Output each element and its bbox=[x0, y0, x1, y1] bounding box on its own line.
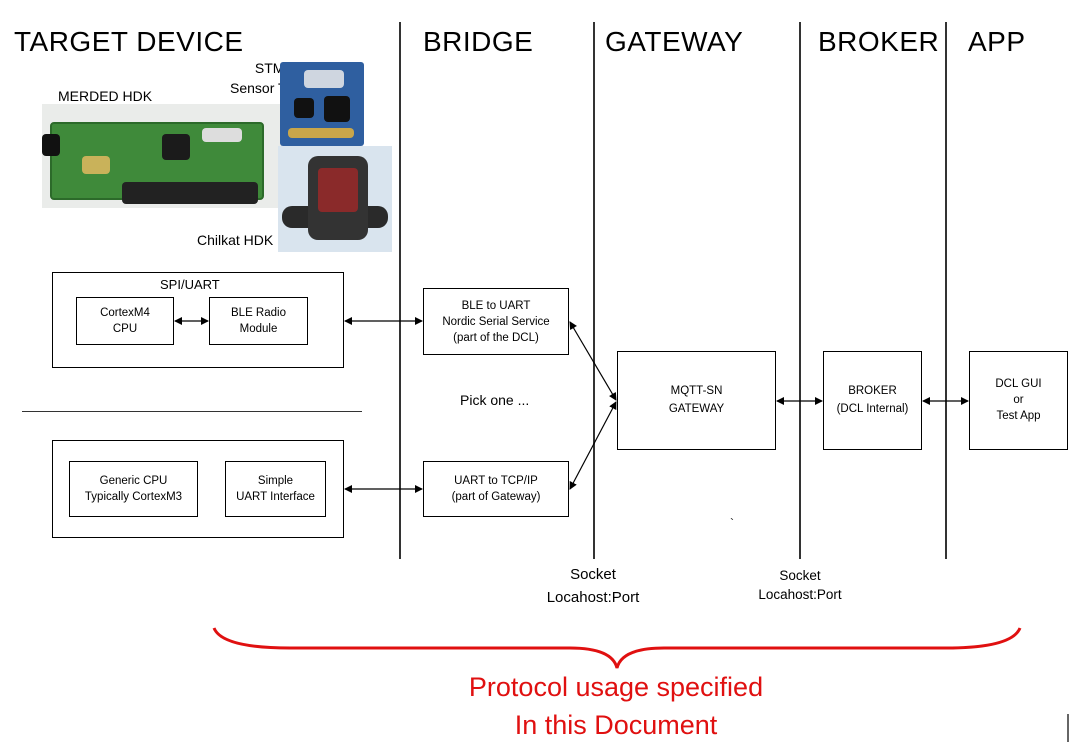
merded-label: MERDED HDK bbox=[58, 88, 153, 104]
gateway-socket-label: Socket Locahost:Port bbox=[540, 563, 646, 609]
ble-bridge-line: Nordic Serial Service bbox=[442, 316, 550, 328]
protocol-note-line: Protocol usage specified bbox=[468, 672, 764, 702]
merded-hdk-image bbox=[42, 104, 282, 208]
pick-one-label: Pick one ... bbox=[460, 392, 530, 408]
cortexm4-cpu-box: CortexM4 CPU bbox=[76, 297, 174, 345]
column-header-broker: BROKER bbox=[818, 26, 940, 57]
protocol-scope-brace bbox=[212, 627, 1022, 669]
broker-box: BROKER (DCL Internal) bbox=[823, 351, 922, 450]
socket-line: Locahost:Port bbox=[546, 589, 640, 606]
broker-socket-label: Socket Locahost:Port bbox=[752, 566, 848, 604]
socket-line: Locahost:Port bbox=[758, 587, 842, 602]
simple-uart-line: UART Interface bbox=[236, 491, 315, 503]
ble-radio-line: BLE Radio bbox=[231, 307, 286, 319]
protocol-note: Protocol usage specified In this Documen… bbox=[400, 668, 832, 744]
ble-bridge-line: (part of the DCL) bbox=[453, 332, 539, 344]
chilkat-label: Chilkat HDK bbox=[197, 232, 274, 248]
ble-to-uart-bridge-box: BLE to UART Nordic Serial Service (part … bbox=[423, 288, 569, 355]
divider-line bbox=[399, 22, 401, 559]
gateway-line: MQTT-SN bbox=[670, 385, 723, 397]
ble-gateway-arrow bbox=[569, 321, 617, 401]
generic-cpu-box: Generic CPU Typically CortexM3 bbox=[69, 461, 198, 517]
column-header-gateway: GATEWAY bbox=[605, 26, 744, 57]
tcp-bridge-line: UART to TCP/IP bbox=[454, 475, 538, 487]
broker-line: BROKER bbox=[848, 385, 897, 397]
generic-cpu-line: Generic CPU bbox=[99, 475, 168, 487]
divider-line bbox=[945, 22, 947, 559]
generic-cpu-line: Typically CortexM3 bbox=[84, 491, 183, 503]
app-line: Test App bbox=[996, 410, 1041, 422]
column-header-target-device: TARGET DEVICE bbox=[14, 26, 244, 57]
stray-mark: ` bbox=[730, 516, 734, 530]
tcp-bridge-line: (part of Gateway) bbox=[451, 491, 541, 503]
target-option-separator bbox=[22, 411, 362, 413]
divider-line bbox=[799, 22, 801, 559]
broker-line: (DCL Internal) bbox=[836, 403, 909, 415]
cortexm4-cpu-line: CPU bbox=[112, 323, 138, 335]
column-header-app: APP bbox=[968, 26, 1026, 57]
spi-uart-label: SPI/UART bbox=[160, 277, 220, 292]
chilkat-hdk-image bbox=[278, 146, 392, 252]
uart-to-tcpip-bridge-box: UART to TCP/IP (part of Gateway) bbox=[423, 461, 569, 517]
gateway-line: GATEWAY bbox=[668, 403, 725, 415]
cortexm4-cpu-line: CortexM4 bbox=[100, 307, 150, 319]
simple-uart-interface-box: Simple UART Interface bbox=[225, 461, 326, 517]
ble-radio-line: Module bbox=[239, 323, 278, 335]
tcp-gateway-arrow bbox=[569, 401, 617, 490]
app-line: or bbox=[1013, 394, 1024, 406]
ble-bridge-line: BLE to UART bbox=[461, 300, 531, 312]
app-line: DCL GUI bbox=[995, 378, 1042, 390]
stm32-sensor-tile-image bbox=[280, 62, 364, 146]
protocol-note-line: In this Document bbox=[514, 710, 718, 740]
socket-line: Socket bbox=[570, 566, 616, 583]
app-box: DCL GUI or Test App bbox=[969, 351, 1068, 450]
divider-line bbox=[593, 22, 595, 559]
ble-radio-module-box: BLE Radio Module bbox=[209, 297, 308, 345]
simple-uart-line: Simple bbox=[257, 475, 294, 487]
mqtt-sn-gateway-box: MQTT-SN GATEWAY bbox=[617, 351, 776, 450]
column-header-bridge: BRIDGE bbox=[423, 26, 534, 57]
socket-line: Socket bbox=[779, 568, 821, 583]
